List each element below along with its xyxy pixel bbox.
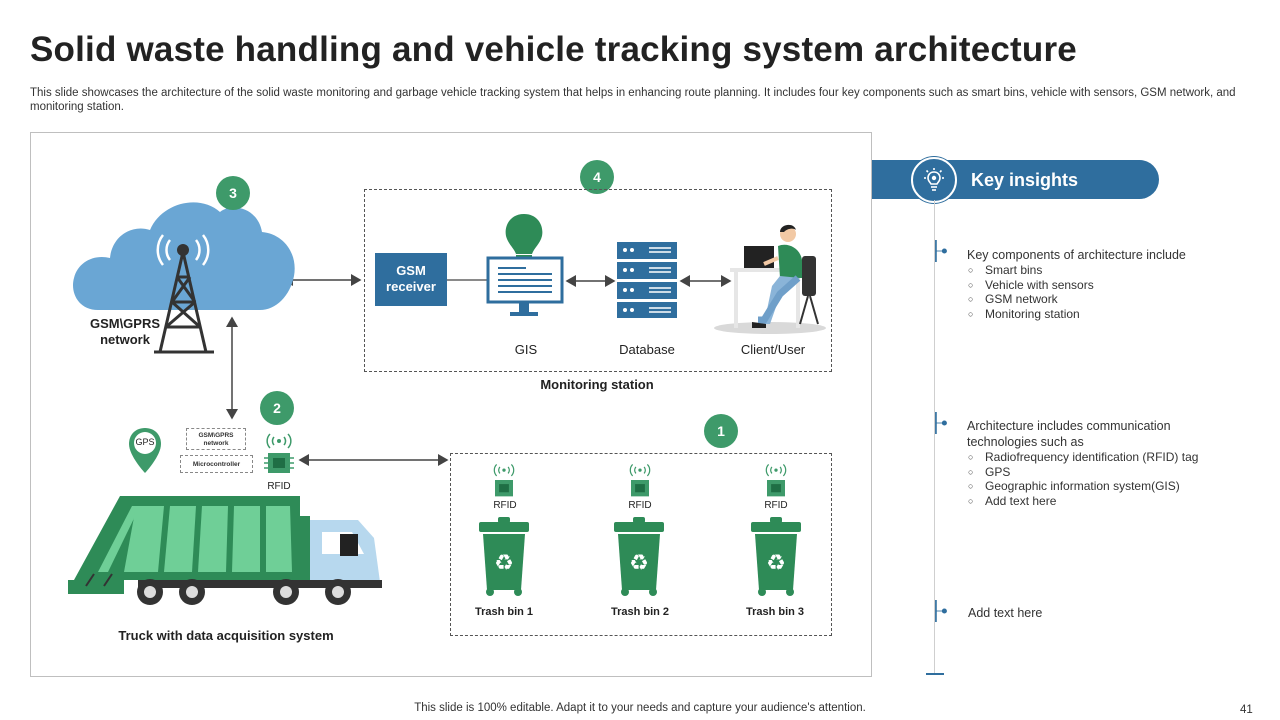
bullet-item: Radiofrequency identification (RFID) tag (967, 450, 1207, 465)
timeline-marker-icon (935, 412, 947, 434)
gis-label: GIS (514, 342, 538, 357)
trash-bin-3-label: Trash bin 3 (745, 606, 805, 618)
svg-text:♻: ♻ (494, 551, 514, 576)
rfid-chip-icon (765, 464, 787, 497)
bullet-item: Add text here (967, 494, 1207, 509)
badge-1: 1 (704, 414, 738, 448)
recycle-bin-icon: ♻ (614, 517, 664, 596)
page-subtitle: This slide showcases the architecture of… (30, 87, 1236, 113)
insight-heading: Architecture includes communication tech… (967, 419, 1171, 449)
database-server-icon (617, 242, 677, 318)
timeline-marker-icon (935, 240, 947, 262)
recycle-bin-icon: ♻ (479, 517, 529, 596)
bullet-item: Vehicle with sensors (967, 278, 1247, 293)
gis-monitor-icon (486, 214, 564, 316)
page-title: Solid waste handling and vehicle trackin… (30, 30, 1077, 69)
insight-item-1: Key components of architecture include S… (967, 247, 1247, 321)
client-user-label: Client/User (740, 342, 806, 357)
network-label: GSM\GPRS network (89, 316, 161, 347)
gsm-receiver-box: GSM receiver (375, 253, 447, 306)
smart-bins-box (450, 453, 832, 636)
insights-timeline-end (926, 673, 944, 675)
monitoring-station-label: Monitoring station (540, 377, 654, 392)
garbage-truck-icon (68, 496, 382, 605)
client-user-icon (714, 224, 826, 334)
insight-heading: Key components of architecture include (967, 248, 1186, 262)
insight-item-2: Architecture includes communication tech… (967, 418, 1207, 508)
rfid-chip-icon (264, 433, 294, 473)
bullet-item: GSM network (967, 292, 1247, 307)
gsm-gprs-module-box: GSM\GPRS network (186, 428, 246, 450)
badge-2: 2 (260, 391, 294, 425)
rfid-truck-label: RFID (267, 481, 291, 492)
insights-timeline-line (934, 200, 935, 675)
key-insights-title: Key insights (971, 170, 1079, 190)
gps-pin-icon (129, 428, 161, 473)
insight-heading: Add text here (968, 606, 1043, 620)
svg-text:♻: ♻ (766, 551, 786, 576)
svg-text:♻: ♻ (629, 551, 649, 576)
footer-text: This slide is 100% editable. Adapt it to… (414, 702, 866, 714)
microcontroller-box: Microcontroller (180, 455, 253, 473)
rfid-chip-icon (629, 464, 651, 497)
bullet-item: Smart bins (967, 263, 1247, 278)
rfid-bin-3-label: RFID (764, 500, 788, 511)
insight-item-3: Add text here (968, 605, 1208, 621)
badge-4: 4 (580, 160, 614, 194)
trash-bin-1-label: Trash bin 1 (474, 606, 534, 618)
bullet-item: Geographic information system(GIS) (967, 479, 1207, 494)
rfid-bin-1-label: RFID (493, 500, 517, 511)
insight-bullets: Smart bins Vehicle with sensors GSM netw… (967, 263, 1247, 321)
monitoring-station-box (364, 189, 832, 372)
timeline-marker-icon (935, 600, 947, 622)
tower-icon (154, 234, 214, 354)
insight-bullets: Radiofrequency identification (RFID) tag… (967, 450, 1207, 508)
gps-label: GPS (135, 437, 155, 447)
trash-bin-2-label: Trash bin 2 (610, 606, 670, 618)
bullet-item: Monitoring station (967, 307, 1247, 322)
page-number: 41 (1240, 704, 1253, 716)
database-label: Database (619, 342, 675, 357)
lightbulb-gear-icon (911, 157, 957, 203)
badge-3: 3 (216, 176, 250, 210)
rfid-chip-icon (493, 464, 515, 497)
bullet-item: GPS (967, 465, 1207, 480)
recycle-bin-icon: ♻ (751, 517, 801, 596)
rfid-bin-2-label: RFID (628, 500, 652, 511)
truck-label: Truck with data acquisition system (118, 628, 334, 643)
